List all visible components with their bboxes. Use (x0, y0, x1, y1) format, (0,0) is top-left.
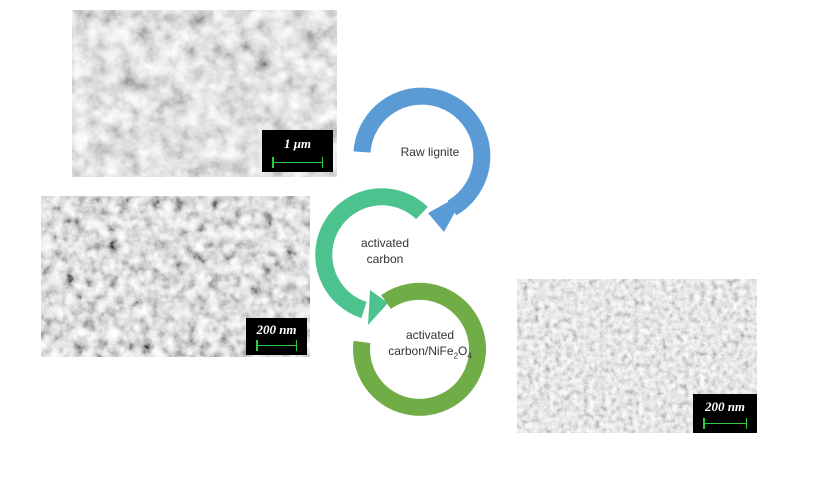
label-line: carbon (366, 252, 404, 266)
green-arrow (353, 282, 487, 416)
activated-carbon-nife2o4-sem-image: 200 nm (517, 279, 757, 433)
label-raw-lignite: Raw lignite (400, 145, 460, 159)
scale-bar: 200 nm (246, 318, 307, 355)
teal-arrow (315, 188, 428, 319)
label-line: O (458, 344, 468, 358)
scale-label: 200 nm (256, 322, 297, 337)
blue-arrowhead (428, 192, 466, 232)
raw-lignite-sem-image: 1 μm (72, 10, 337, 177)
activated-carbon-sem-image: 200 nm (41, 196, 310, 357)
scale-label: 200 nm (704, 399, 746, 414)
subscript: 4 (467, 351, 472, 361)
label-line: activated (360, 236, 410, 250)
blue-arrow (353, 87, 491, 216)
label-activated-carbon-nife2o4: activated carbon/NiFe2O4 (380, 327, 480, 364)
scale-bar: 200 nm (693, 394, 757, 433)
scale-bar: 1 μm (262, 130, 333, 172)
teal-arrowhead (368, 290, 388, 325)
label-line: activated (405, 328, 455, 342)
scale-label: 1 μm (283, 136, 312, 151)
subscript: 2 (453, 351, 459, 361)
label-line: carbon/NiFe (388, 344, 454, 358)
label-activated-carbon: activated carbon (350, 235, 420, 267)
